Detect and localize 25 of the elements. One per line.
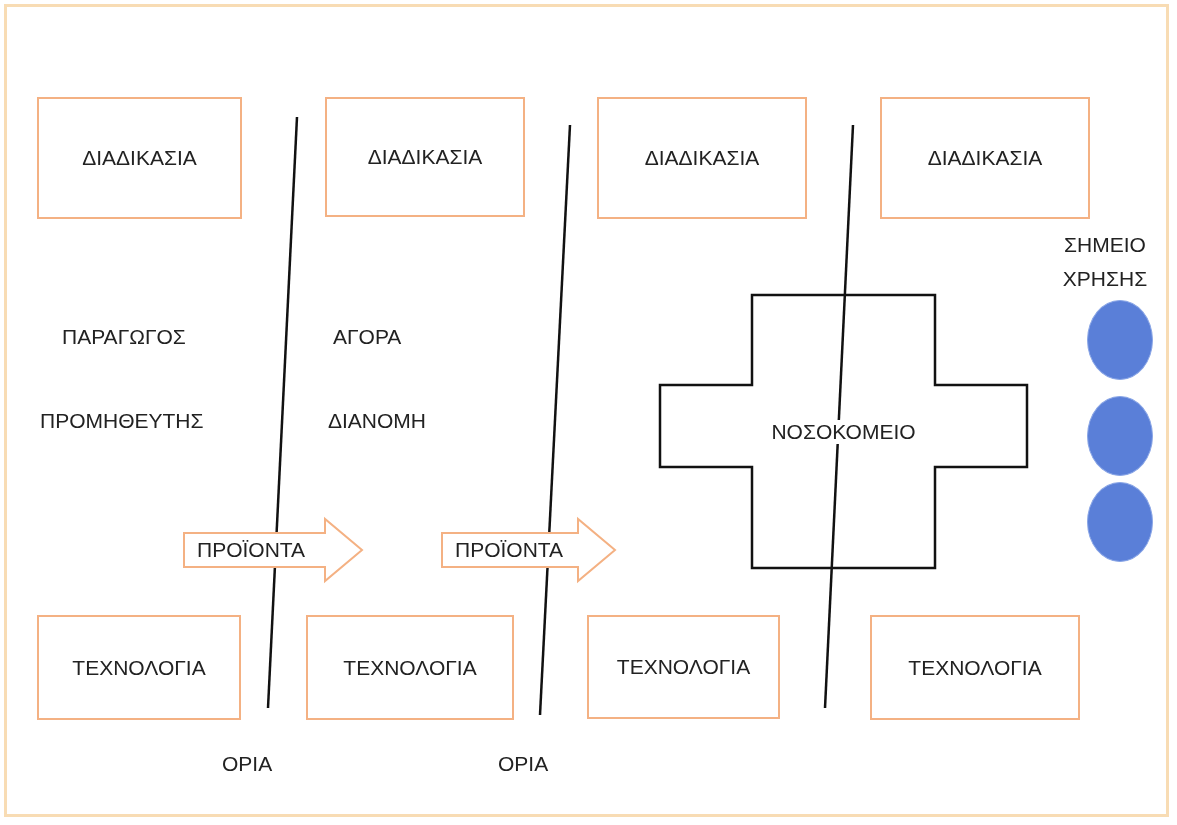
process-box bbox=[870, 615, 1080, 720]
box-label: ΔΙΑΔΙΚΑΣΙΑ bbox=[367, 145, 483, 169]
process-box bbox=[306, 615, 514, 720]
box-label: ΤΕΧΝΟΛΟΓΙΑ bbox=[616, 655, 751, 679]
box-label: ΔΙΑΔΙΚΑΣΙΑ bbox=[82, 146, 197, 170]
process-box bbox=[37, 97, 242, 219]
arrow-label: ΠΡΟΪΟΝΤΑ bbox=[455, 538, 564, 562]
arrow-label: ΠΡΟΪΟΝΤΑ bbox=[197, 538, 306, 562]
boundary-label: ΟΡΙΑ bbox=[498, 752, 549, 776]
boundary-label: ΟΡΙΑ bbox=[222, 752, 273, 776]
box-label: ΤΕΧΝΟΛΟΓΙΑ bbox=[908, 655, 1042, 680]
process-box bbox=[880, 97, 1090, 219]
process-box bbox=[587, 615, 780, 719]
process-box bbox=[597, 97, 807, 219]
box-label: ΤΕΧΝΟΛΟΓΙΑ bbox=[72, 655, 206, 680]
text-label: ΑΓΟΡΑ bbox=[333, 325, 402, 349]
text-label: ΔΙΑΝΟΜΗ bbox=[328, 409, 427, 433]
text-label: ΣΗΜΕΙΟ ΧΡΗΣΗΣ bbox=[1061, 232, 1149, 292]
process-box bbox=[37, 615, 241, 720]
box-label: ΔΙΑΔΙΚΑΣΙΑ bbox=[927, 146, 1043, 170]
box-label: ΤΕΧΝΟΛΟΓΙΑ bbox=[343, 655, 477, 680]
process-box bbox=[325, 97, 525, 217]
text-label: ΠΑΡΑΓΩΓΟΣ bbox=[62, 325, 186, 349]
box-label: ΔΙΑΔΙΚΑΣΙΑ bbox=[644, 146, 760, 170]
text-label: ΠΡΟΜΗΘΕΥΤΗΣ bbox=[40, 409, 204, 433]
